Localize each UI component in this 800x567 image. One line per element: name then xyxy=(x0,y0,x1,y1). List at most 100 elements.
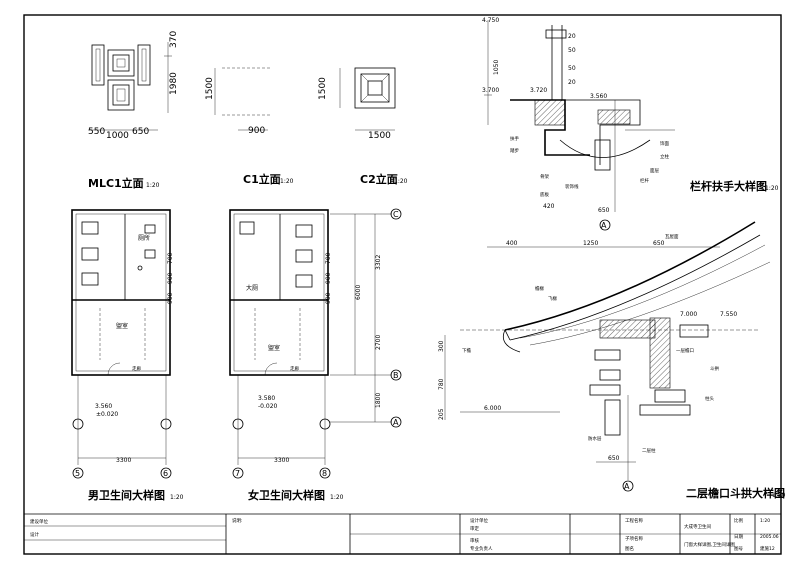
eave-side-dim-1: 300 xyxy=(438,340,445,352)
axis-a: A xyxy=(393,418,399,427)
railing-note-9: 骨架 xyxy=(540,174,549,180)
tb-project-name: 大成寺卫生间 xyxy=(684,523,711,530)
grid-dim-4: 1800 xyxy=(375,393,382,408)
mens-wc-scale: 1:20 xyxy=(170,494,184,501)
railing-note-7: 装饰线 xyxy=(565,183,579,190)
eave-note-9: 二层柱 xyxy=(642,447,656,454)
tb-meta-value-1: 1:20 xyxy=(760,518,770,524)
railing-dim-2: 20 xyxy=(568,33,576,40)
mens-level: 3.560 xyxy=(95,403,112,410)
railing-elev-1: 4.750 xyxy=(482,17,499,24)
railing-note-1: 扶手 xyxy=(510,135,519,142)
grid-axes: C B A 3302 6000 2700 1800 xyxy=(330,208,402,428)
eave-title: 二层檐口斗拱大样图 xyxy=(686,486,785,500)
mlc1-title: MLC1立面 xyxy=(88,176,144,190)
eave-detail: 400 1250 650 300 780 205 7.000 7.550 6.0… xyxy=(438,221,786,500)
tb-designer: 设计 xyxy=(30,531,39,538)
mens-door-label: 走廊 xyxy=(132,365,141,372)
eave-top-dim-3: 650 xyxy=(653,240,665,247)
womens-axis-b: 8 xyxy=(322,469,327,478)
sheet-border xyxy=(23,14,782,555)
mens-dim-2: 900 xyxy=(167,272,174,284)
eave-side-dim-2: 780 xyxy=(438,378,445,390)
tb-meta-label-1: 比例 xyxy=(734,517,743,524)
railing-elev-3: 3.720 xyxy=(530,87,547,94)
c1-width: 900 xyxy=(248,126,265,136)
tb-row-left-2: 审定 xyxy=(470,525,479,532)
womens-wc-title: 女卫生间大样图 xyxy=(248,488,325,502)
womens-room-label: 大厕 xyxy=(246,284,258,292)
c2-elevation: 1500 1500 C2立面 1:20 xyxy=(318,67,408,186)
eave-bottom-dim: 650 xyxy=(608,455,620,462)
tb-row-right-2: 子项名称 xyxy=(625,535,643,542)
eave-level-3: 6.000 xyxy=(484,405,501,412)
mlc1-scale: 1:20 xyxy=(146,182,160,189)
womens-total-width: 3300 xyxy=(274,457,289,464)
mlc1-height-1: 370 xyxy=(169,31,179,48)
eave-note-5: 斗拱 xyxy=(710,365,719,372)
mlc1-height-2: 1980 xyxy=(169,72,179,95)
railing-dim-7: 650 xyxy=(598,207,610,214)
c2-height: 1500 xyxy=(318,77,328,100)
railing-dim-3: 50 xyxy=(568,47,576,54)
c1-elevation: 1500 900 C1立面 1:20 xyxy=(205,67,294,186)
c2-scale: 1:20 xyxy=(394,178,408,185)
womens-level: 3.580 xyxy=(258,395,275,402)
eave-note-3: 飞椽 xyxy=(548,295,557,302)
mens-wash-label: 盥室 xyxy=(116,322,128,330)
eave-axis: A xyxy=(624,482,630,491)
eave-note-2: 檐椽 xyxy=(535,285,544,292)
tb-meta-label-3: 图号 xyxy=(734,546,743,552)
axis-b: B xyxy=(393,371,399,380)
womens-axis-a: 7 xyxy=(235,469,240,478)
eave-note-7: 下檐 xyxy=(462,347,471,354)
tb-company: 建设单位 xyxy=(30,518,48,525)
eave-top-dim-2: 1250 xyxy=(583,240,598,247)
mens-dim-1: 700 xyxy=(167,252,174,264)
railing-note-6: 栏杆 xyxy=(640,177,649,184)
mens-total-width: 3300 xyxy=(116,457,131,464)
eave-side-dim-3: 205 xyxy=(438,408,445,420)
womens-wc-scale: 1:20 xyxy=(330,494,344,501)
womens-level2: -0.020 xyxy=(258,403,278,410)
mens-axis-a: 5 xyxy=(75,469,80,478)
tb-drawing-name: 门窗大样详图,卫生间详图 xyxy=(684,541,735,548)
grid-dim-3: 2700 xyxy=(375,335,382,350)
railing-dim-5: 20 xyxy=(568,79,576,86)
mens-level2: ±0.020 xyxy=(96,411,118,418)
tb-meta-value-2: 2005.06 xyxy=(760,534,779,540)
c1-height: 1500 xyxy=(205,77,215,100)
railing-note-5: 面层 xyxy=(650,168,659,174)
c2-title: C2立面 xyxy=(360,172,398,186)
mens-axis-b: 6 xyxy=(163,469,168,478)
railing-note-4: 立柱 xyxy=(660,153,669,160)
tb-meta-value-3: 建施12 xyxy=(760,545,775,552)
grid-dim-2: 6000 xyxy=(355,285,362,300)
tb-row-left-3: 审核 xyxy=(470,537,479,544)
railing-note-2: 踏步 xyxy=(510,147,519,154)
c1-title: C1立面 xyxy=(243,172,281,186)
eave-level-1: 7.000 xyxy=(680,311,697,318)
railing-elev-2: 3.700 xyxy=(482,87,499,94)
c1-scale: 1:20 xyxy=(280,178,294,185)
c2-width: 1500 xyxy=(368,131,391,141)
womens-door-label: 走廊 xyxy=(290,365,299,372)
eave-top-dim-1: 400 xyxy=(506,240,518,247)
grid-dim-1: 3302 xyxy=(375,255,382,270)
eave-level-2: 7.550 xyxy=(720,311,737,318)
mens-wc-title: 男卫生间大样图 xyxy=(88,488,165,502)
eave-note-4: 一层檐口 xyxy=(676,347,694,354)
tb-row-left-1: 设计单位 xyxy=(470,517,488,524)
railing-axis: A xyxy=(601,221,607,230)
mens-dim-3: 900 xyxy=(167,292,174,304)
railing-title: 栏杆扶手大样图 xyxy=(690,179,767,193)
tb-row-left-4: 专业负责人 xyxy=(470,545,493,552)
railing-note-3: 饰面 xyxy=(660,140,669,147)
railing-dim-6: 420 xyxy=(543,203,555,210)
womens-wash-label: 盥室 xyxy=(268,344,280,352)
tb-row-right-3: 图名 xyxy=(625,545,634,552)
tb-row-right-1: 工程名称 xyxy=(625,517,643,524)
eave-note-8: 防水层 xyxy=(588,435,602,442)
tb-meta-label-2: 日期 xyxy=(734,534,743,540)
